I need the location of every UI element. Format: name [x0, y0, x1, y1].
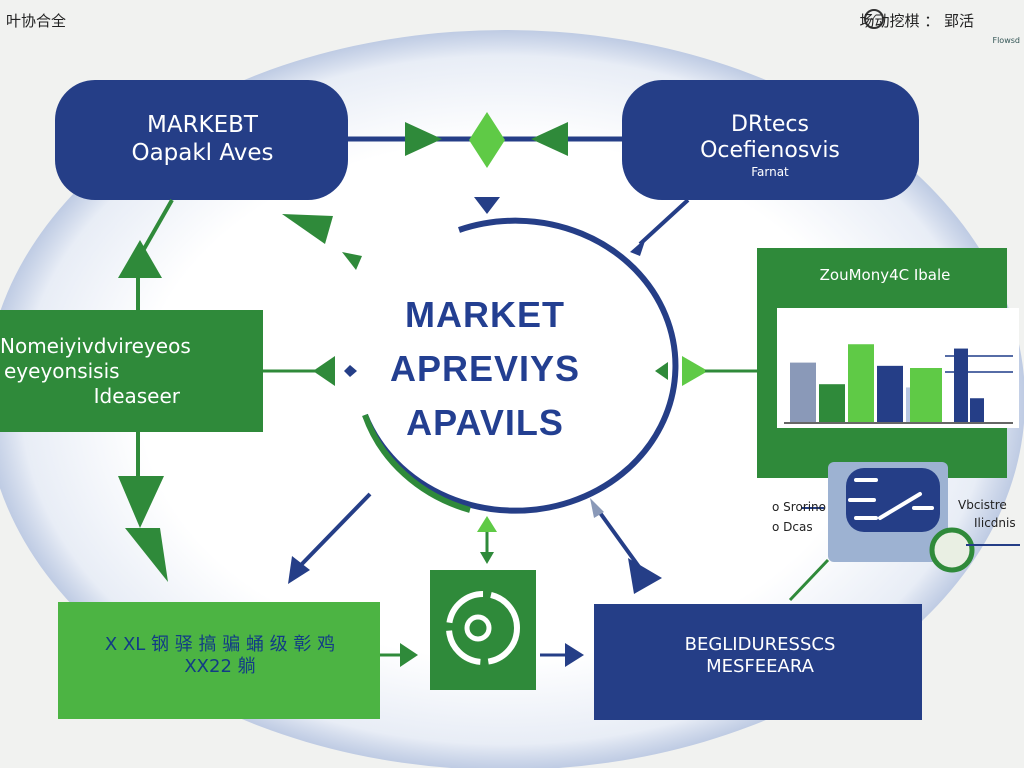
top-right-line3: Farnat	[751, 164, 789, 179]
top-right-line1: DRtecs	[731, 112, 809, 137]
arrow-tip-icon	[630, 238, 646, 256]
connector-topright-diag	[638, 198, 690, 246]
chart-bar	[954, 348, 968, 422]
bottom-right-box-text: BEGLIDURESSCS MESFEEARA	[630, 634, 890, 677]
bottom-right-line1: BEGLIDURESSCS	[684, 634, 836, 655]
top-left-box	[55, 80, 348, 200]
center-ring-green	[362, 414, 471, 513]
bottom-left-line1: X XL 钢 驿 搞 骗 蛹 级 彰 鸡	[104, 634, 336, 655]
arrow-right-green-icon	[682, 356, 708, 386]
chart-bar	[790, 362, 816, 422]
top-right-line2: Ocefienosvis	[700, 138, 840, 164]
small-label-right-2: Ilicdnis	[974, 516, 1016, 530]
arrow-right-small-icon	[655, 362, 668, 380]
arrow-right-icon	[400, 643, 418, 667]
corner-subtitle-right: Flowsd	[992, 36, 1020, 45]
left-line2: eyeyonsisis	[4, 359, 120, 383]
arrow-down-right-icon	[628, 558, 662, 594]
gauge-badge-icon	[929, 527, 975, 573]
arrow-right-navy-icon	[565, 643, 584, 667]
top-left-line2: Oapakl Aves	[131, 139, 274, 166]
top-left-box-text: MARKEBT Oapakl Aves	[90, 112, 315, 167]
arrow-right-icon	[405, 122, 442, 156]
chart-bar	[877, 365, 903, 422]
diamond-icon	[469, 112, 505, 168]
arrow-diag-icon	[282, 214, 333, 244]
connector-topleft-to-left	[138, 199, 174, 257]
bottom-center-box	[430, 570, 536, 690]
corner-title-left: 叶协合全	[6, 12, 67, 30]
bottom-left-box	[58, 602, 380, 719]
arrow-up-icon	[118, 240, 162, 278]
arrow-down-green-icon	[480, 552, 494, 564]
chart-bar	[910, 368, 942, 422]
chart-title: ZouMony4C Ibale	[819, 266, 951, 284]
chart-bar	[970, 398, 984, 422]
left-line3: Ideaseer	[93, 384, 180, 408]
center-line3: APAVILS	[406, 402, 564, 443]
arrow-up-green-icon	[477, 516, 497, 532]
arrow-down-big-icon	[118, 476, 164, 528]
bottom-left-box-text: X XL 钢 驿 搞 骗 蛹 级 彰 鸡 XX22 躺	[90, 634, 350, 677]
arrow-left-green-icon	[313, 356, 335, 386]
small-label-left-2: o Dcas	[772, 520, 813, 534]
top-right-box	[622, 80, 919, 200]
arrow-down-left-icon	[288, 556, 310, 584]
chart-bar	[848, 344, 874, 422]
center-line1: MARKET	[405, 294, 565, 335]
bottom-right-box	[594, 604, 922, 720]
background-halo	[0, 30, 1024, 768]
target-icon-core	[464, 614, 492, 642]
connector-center-bottomleft	[298, 492, 372, 568]
left-line1: Nomeiyivdvireyeos	[0, 334, 191, 358]
gear-icon: ✓	[864, 9, 884, 29]
bottom-right-line2: MESFEEARA	[706, 655, 814, 677]
top-left-line1: MARKEBT	[146, 112, 258, 138]
left-box	[0, 310, 263, 432]
small-label-left-1: o Srorino	[772, 500, 826, 514]
dot-icon	[344, 365, 357, 377]
arrow-small-icon	[342, 252, 362, 270]
arrow-left-icon	[531, 122, 568, 156]
corner-title-right: 场动挖棋 ： 郢活	[859, 12, 974, 30]
small-tri-icon	[590, 498, 604, 518]
chart-bars	[790, 344, 984, 422]
connector-gauge	[788, 558, 830, 602]
arrow-down-icon	[474, 197, 500, 214]
chart-bar	[819, 384, 845, 422]
center-ring	[362, 217, 679, 514]
arrow-down-big2-icon	[125, 528, 168, 582]
center-line2: APREVIYS	[389, 348, 581, 389]
bottom-left-line2: XX22 躺	[184, 655, 256, 677]
left-box-text: Nomeiyivdvireyeos eyeyonsisis Ideaseer	[0, 334, 240, 409]
small-label-right-1: Vbcistre	[958, 498, 1007, 512]
center-title: MARKET APREVIYS APAVILS	[365, 288, 605, 450]
top-right-box-text: DRtecs Ocefienosvis Farnat	[665, 112, 875, 179]
target-icon	[446, 591, 520, 665]
gauge-icon	[848, 478, 934, 520]
